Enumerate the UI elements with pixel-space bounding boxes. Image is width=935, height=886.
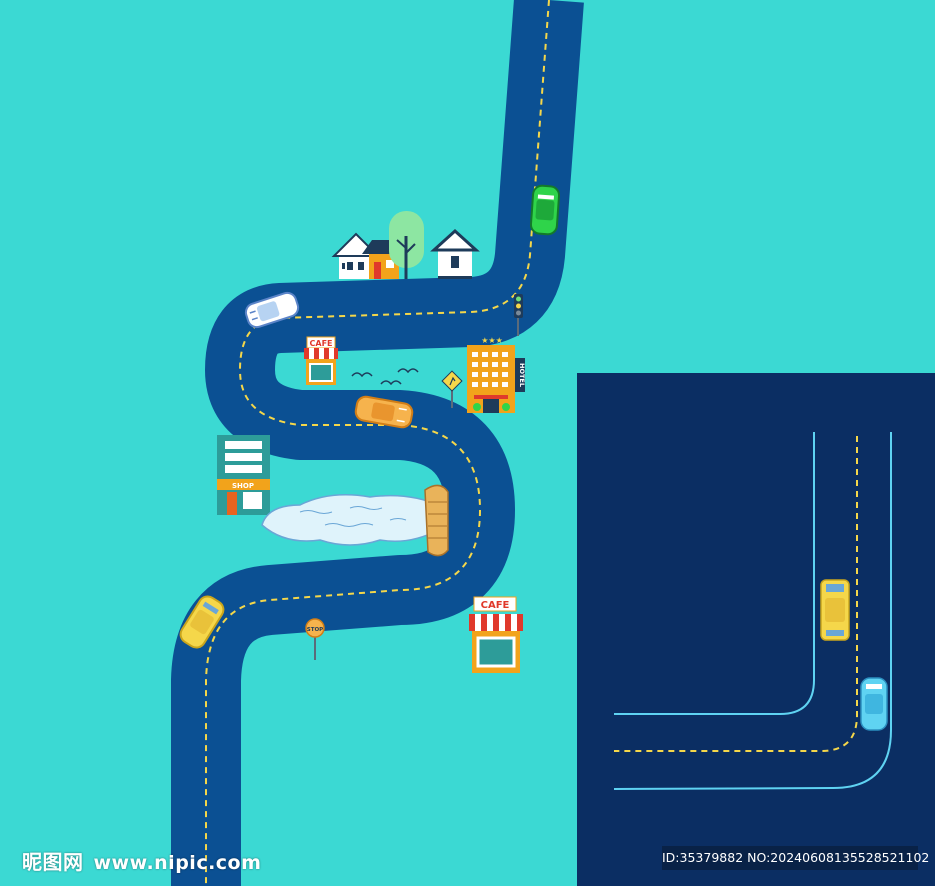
panel-yellow-car: [820, 579, 850, 641]
traffic-light: [514, 294, 523, 336]
orange-car: [354, 395, 414, 429]
svg-text:★★★: ★★★: [481, 336, 503, 345]
stop-sign-text: STOP: [307, 627, 323, 633]
cafe-large: CAFE: [469, 596, 523, 673]
tree: [389, 211, 424, 279]
watermark-url: www.nipic.com: [93, 852, 262, 874]
green-car: [529, 184, 561, 236]
road-center-line: [205, 0, 550, 886]
watermark-logo-text: 昵图网: [22, 850, 84, 874]
cafe-small: CAFE: [304, 336, 338, 385]
watermark-id: ID:35379882 NO:20240608135528521102: [662, 846, 929, 870]
bridge: [424, 484, 449, 557]
cafe-large-sign: CAFE: [481, 600, 510, 611]
panel-road: [613, 432, 892, 790]
house-right: [430, 228, 480, 279]
white-car: [244, 291, 300, 329]
hotel-sign: HOTEL: [518, 363, 526, 387]
stop-sign: STOP: [305, 618, 325, 660]
cafe-small-sign: CAFE: [310, 339, 333, 348]
yellow-car: [179, 595, 225, 649]
shop-sign: SHOP: [232, 482, 254, 490]
warning-sign: [441, 370, 463, 408]
panel-blue-car: [860, 677, 888, 731]
watermark-site: 昵图网 www.nipic.com: [22, 846, 261, 875]
shop-building: SHOP: [217, 435, 270, 515]
dark-panel: [577, 373, 935, 886]
hotel: ★★★ HOTEL: [467, 336, 526, 413]
birds: [351, 368, 419, 386]
